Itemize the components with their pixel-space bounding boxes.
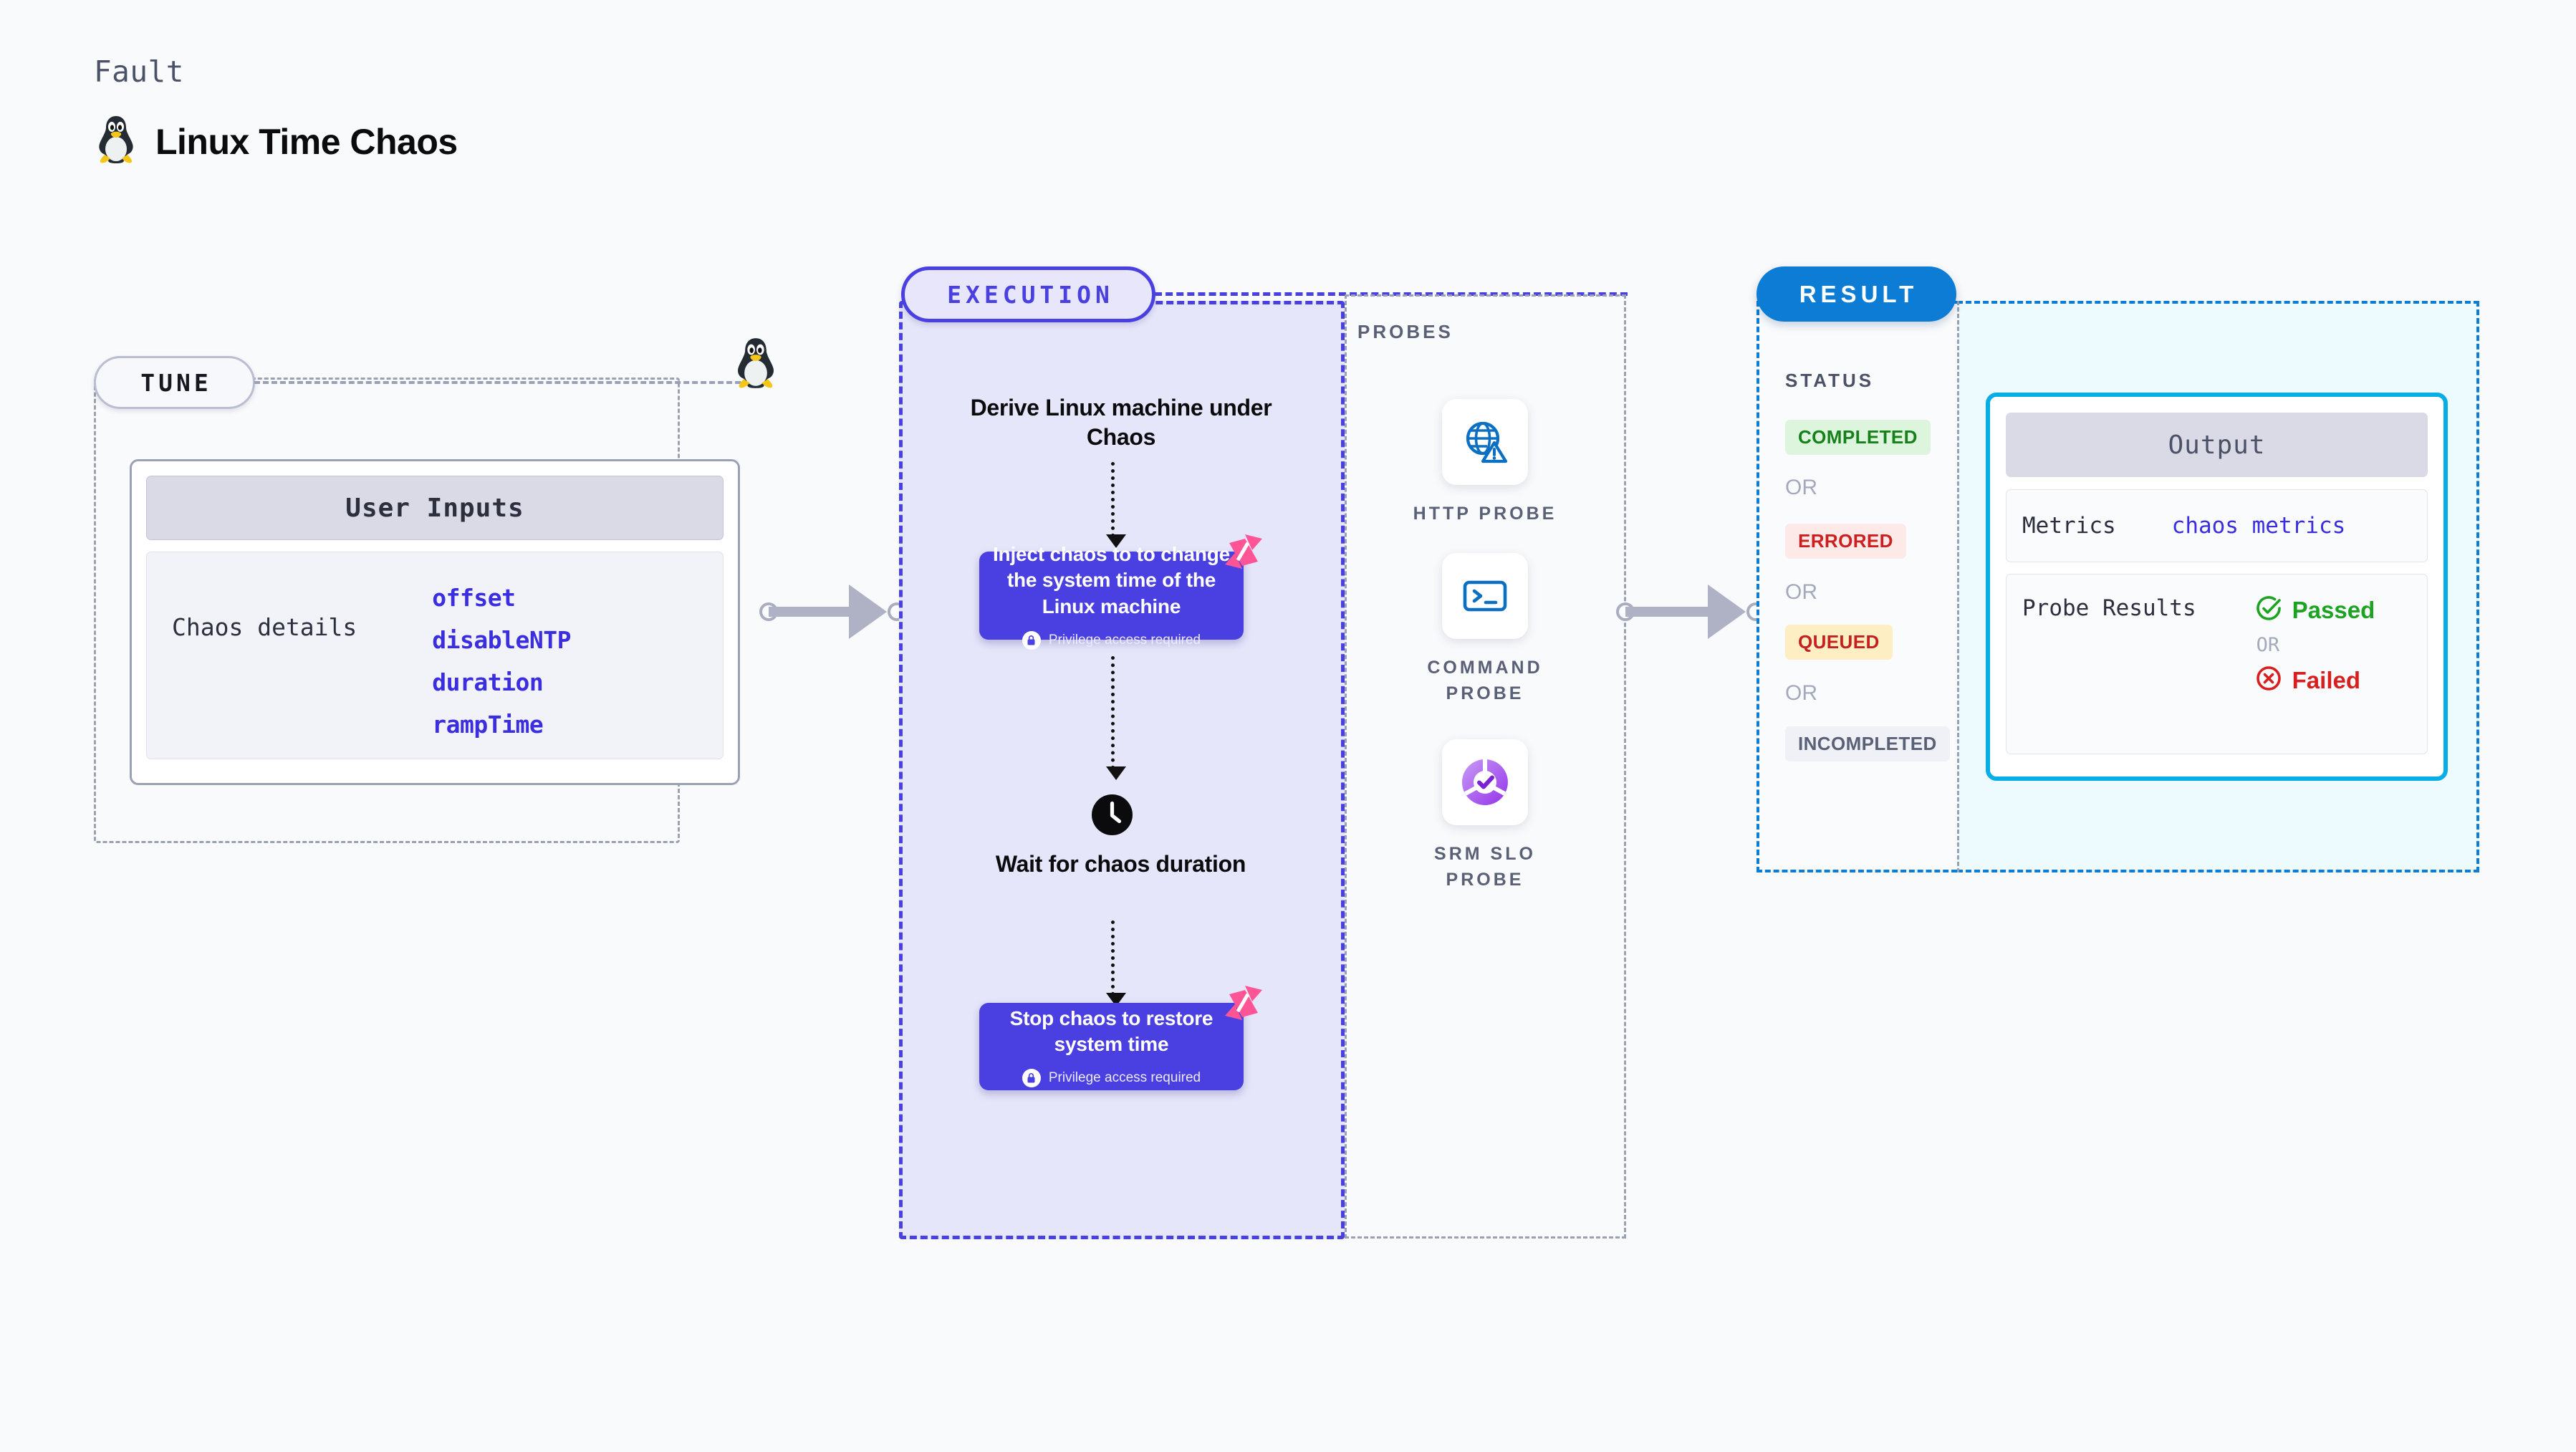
output-card-header: Output bbox=[2006, 413, 2428, 477]
probe-label-srm-slo: SRM SLO PROBE bbox=[1434, 844, 1536, 890]
execution-step-stop-chaos-box[interactable]: Stop chaos to restore system time Privil… bbox=[979, 986, 1262, 1090]
slo-donut-check-icon bbox=[1442, 739, 1528, 825]
page-title-row: Linux Time Chaos bbox=[95, 115, 458, 168]
check-circle-icon bbox=[2255, 595, 2282, 625]
probe-result-or: OR bbox=[2256, 634, 2280, 656]
harness-logo-icon bbox=[1224, 533, 1264, 574]
x-circle-icon bbox=[2255, 665, 2282, 696]
connector-arrowhead bbox=[849, 585, 887, 639]
chaos-params-list: offset disableNTP duration rampTime bbox=[357, 574, 571, 759]
connector-tune-to-execution bbox=[759, 585, 906, 639]
inject-chaos-text: Inject chaos to to change the system tim… bbox=[992, 542, 1231, 617]
probe-item-command[interactable]: COMMAND PROBE bbox=[1392, 553, 1578, 707]
status-label: STATUS bbox=[1785, 370, 1875, 391]
execution-step-derive-title: Derive Linux machine under Chaos bbox=[970, 395, 1272, 450]
status-badge-incompleted: INCOMPLETED bbox=[1785, 726, 1950, 761]
lock-icon bbox=[1022, 631, 1041, 650]
result-status-panel bbox=[1756, 301, 1957, 872]
chaos-param-offset[interactable]: offset bbox=[432, 584, 516, 612]
inject-privilege-text: Privilege access required bbox=[1048, 633, 1201, 648]
connector-arrowhead bbox=[1708, 585, 1746, 639]
probe-item-http[interactable]: HTTP PROBE bbox=[1392, 399, 1578, 527]
user-inputs-header: User Inputs bbox=[146, 476, 724, 540]
chaos-param-duration[interactable]: duration bbox=[432, 668, 544, 696]
passed-label: Passed bbox=[2292, 596, 2375, 623]
chaos-param-disablentp[interactable]: disableNTP bbox=[432, 626, 571, 654]
metrics-value-link[interactable]: chaos metrics bbox=[2171, 513, 2346, 539]
status-or-3: OR bbox=[1785, 681, 1817, 705]
execution-pill-label: EXECUTION bbox=[901, 266, 1155, 322]
failed-label: Failed bbox=[2292, 666, 2360, 693]
connector-execution-to-result bbox=[1616, 585, 1767, 639]
result-pill-label: RESULT bbox=[1756, 266, 1956, 322]
stop-privilege-text: Privilege access required bbox=[1048, 1070, 1201, 1086]
status-badge-errored: ERRORED bbox=[1785, 524, 1906, 559]
metrics-key: Metrics bbox=[2022, 512, 2116, 539]
harness-logo-icon bbox=[1224, 984, 1264, 1025]
page-eyebrow: Fault bbox=[94, 54, 184, 89]
status-badge-queued: QUEUED bbox=[1785, 625, 1893, 660]
probe-label-command: COMMAND PROBE bbox=[1427, 658, 1543, 704]
output-probe-results-row: Probe Results Passed OR bbox=[2006, 574, 2428, 754]
terminal-prompt-icon bbox=[1442, 553, 1528, 639]
page-title: Linux Time Chaos bbox=[155, 121, 458, 162]
user-inputs-card: User Inputs Chaos details offset disable… bbox=[130, 459, 740, 785]
tune-edge-tux-icon bbox=[734, 337, 778, 393]
probe-label-http: HTTP PROBE bbox=[1413, 504, 1557, 524]
linux-tux-icon bbox=[95, 115, 137, 168]
status-or-2: OR bbox=[1785, 580, 1817, 604]
probes-label: PROBES bbox=[1357, 321, 1453, 342]
clock-icon bbox=[1092, 794, 1133, 839]
lock-icon bbox=[1022, 1069, 1041, 1088]
chaos-param-ramptime[interactable]: rampTime bbox=[432, 711, 544, 739]
arrow-derive-to-inject bbox=[1106, 462, 1126, 548]
tune-pill-label: TUNE bbox=[94, 356, 255, 409]
probes-panel-left-edge bbox=[1345, 294, 1347, 1239]
probe-results-values: Passed OR Failed bbox=[2196, 595, 2375, 754]
probe-item-srm-slo[interactable]: SRM SLO PROBE bbox=[1392, 739, 1578, 893]
globe-warning-icon bbox=[1442, 399, 1528, 485]
arrow-wait-to-stop bbox=[1106, 920, 1126, 1006]
stop-chaos-text: Stop chaos to restore system time bbox=[1009, 1006, 1213, 1055]
execution-step-inject-chaos-box[interactable]: Inject chaos to to change the system tim… bbox=[979, 534, 1262, 650]
inject-privilege-row: Privilege access required bbox=[1022, 631, 1201, 650]
probe-result-failed: Failed bbox=[2255, 665, 2375, 696]
result-panel-divider bbox=[1957, 301, 1959, 872]
output-card: Output Metrics chaos metrics Probe Resul… bbox=[1986, 393, 2448, 781]
probe-results-key: Probe Results bbox=[2022, 595, 2196, 621]
stop-privilege-row: Privilege access required bbox=[1022, 1069, 1201, 1088]
chaos-details-label: Chaos details bbox=[172, 613, 357, 641]
probes-panel bbox=[1345, 294, 1626, 1239]
output-metrics-row: Metrics chaos metrics bbox=[2006, 489, 2428, 562]
execution-step-wait-title: Wait for chaos duration bbox=[995, 851, 1246, 877]
tune-connector-line bbox=[254, 381, 766, 384]
user-inputs-body: Chaos details offset disableNTP duration… bbox=[146, 552, 724, 759]
execution-connector-line bbox=[1155, 292, 1628, 296]
probe-result-passed: Passed bbox=[2255, 595, 2375, 625]
status-badge-completed: COMPLETED bbox=[1785, 420, 1931, 455]
status-or-1: OR bbox=[1785, 476, 1817, 499]
arrow-inject-to-wait bbox=[1106, 656, 1126, 780]
